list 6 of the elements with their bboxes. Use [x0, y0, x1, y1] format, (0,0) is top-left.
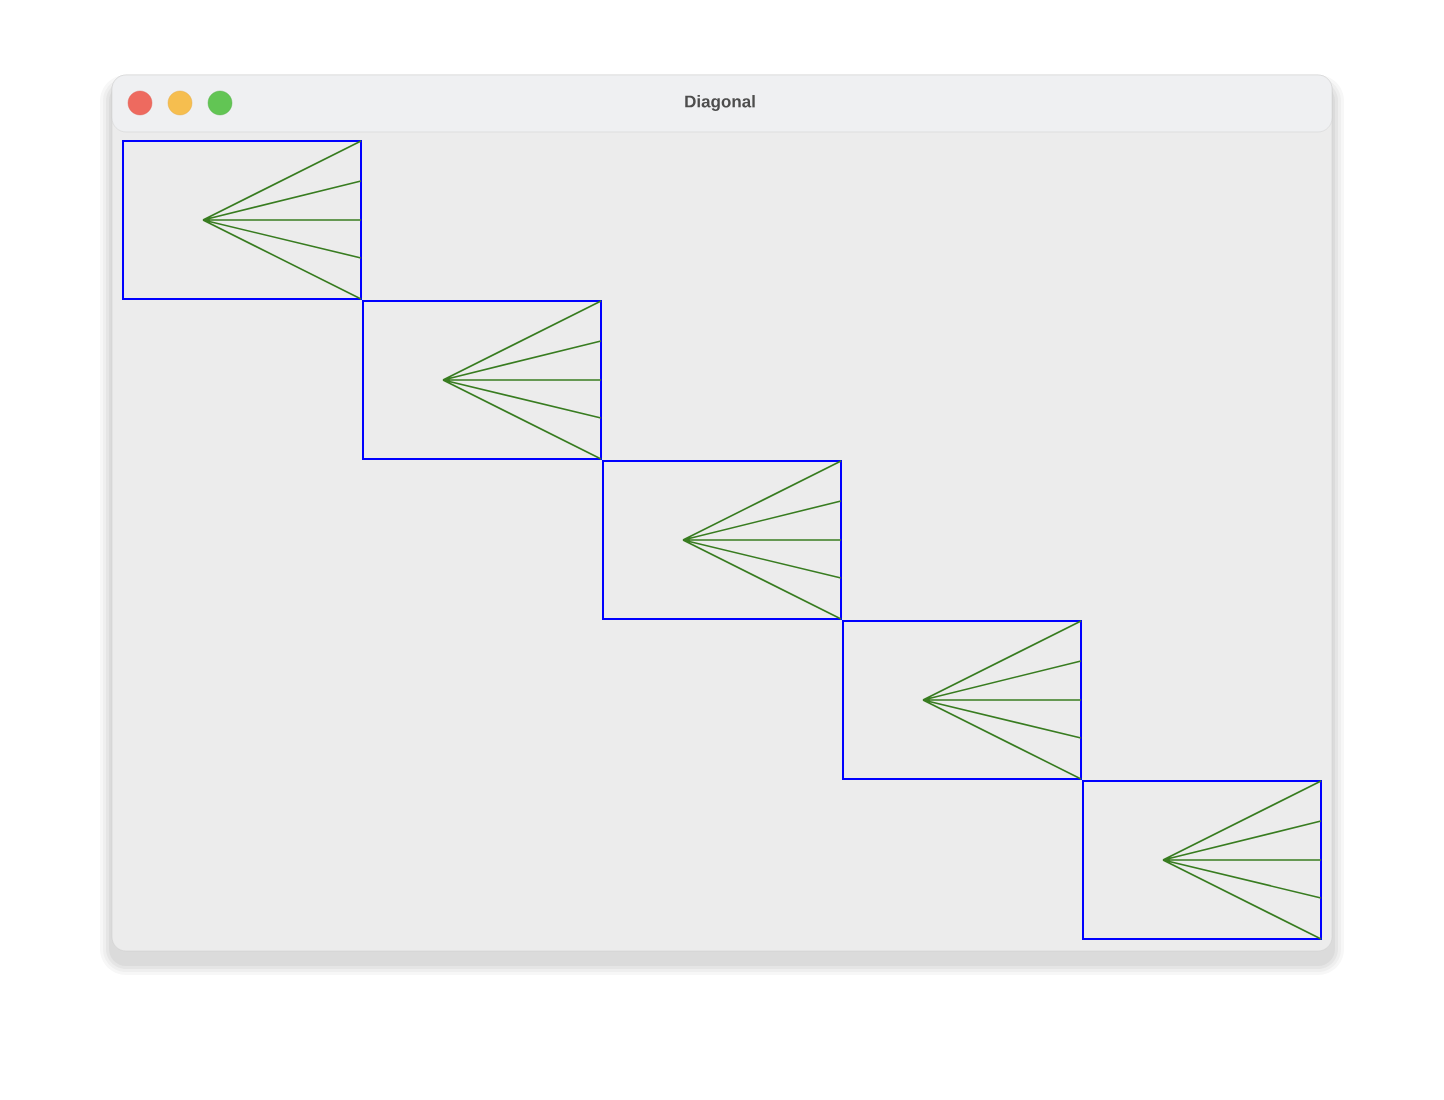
rectangle-box: [122, 140, 362, 300]
window-title: Diagonal: [685, 95, 755, 111]
rectangle-box: [842, 620, 1082, 780]
rectangle-box: [362, 300, 602, 460]
rectangle-box: [602, 460, 842, 620]
rectangle-box: [1082, 780, 1322, 940]
